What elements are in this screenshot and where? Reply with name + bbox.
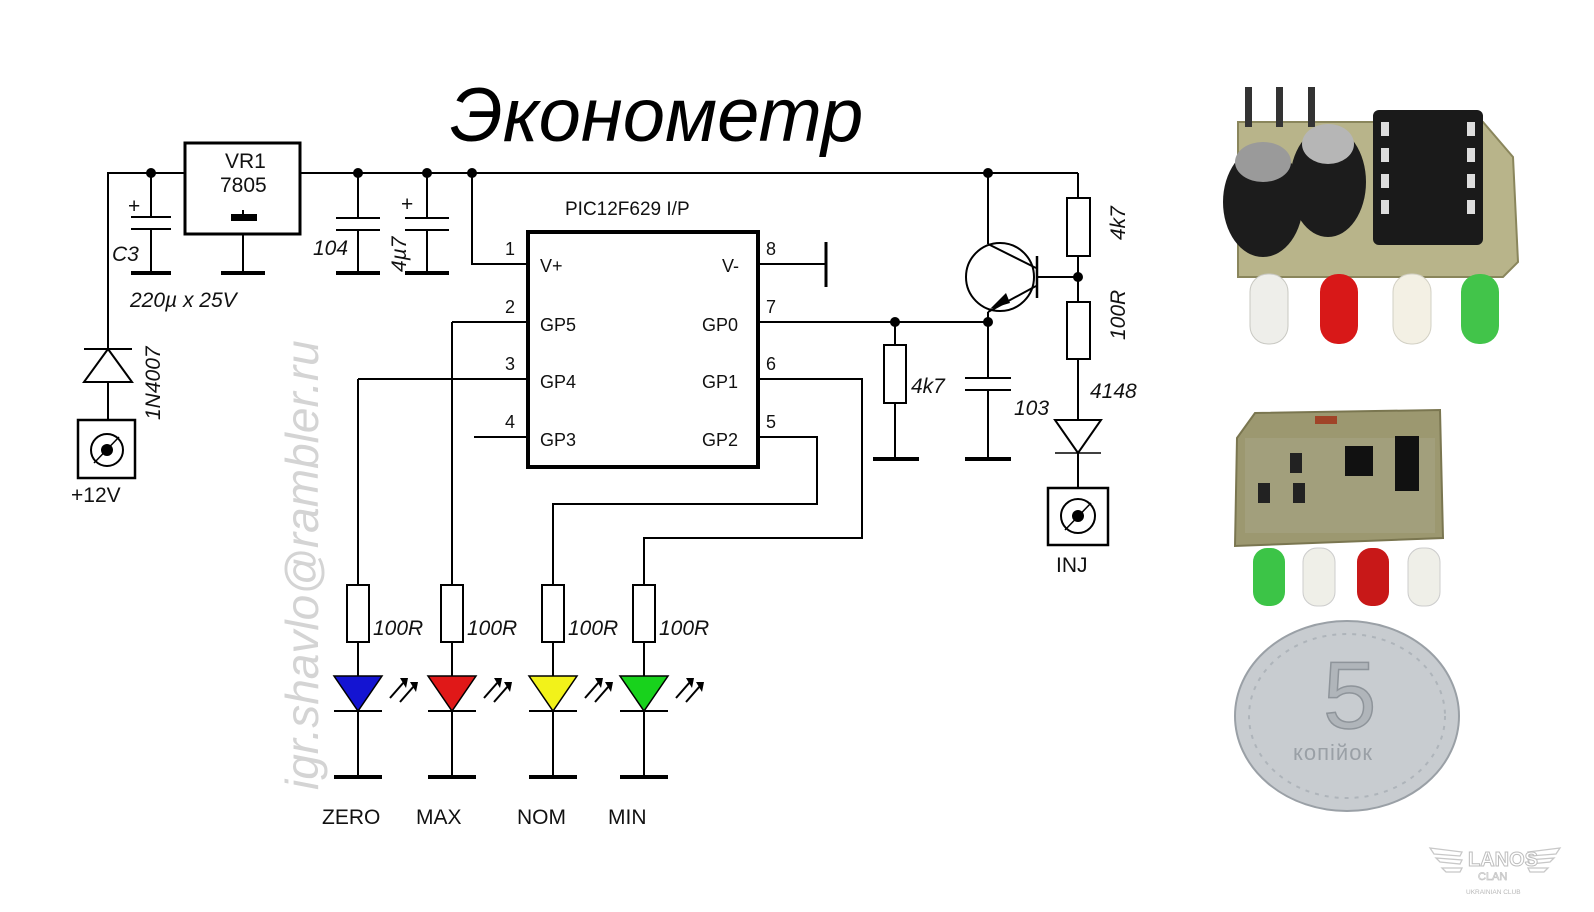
coin-text: копійок [1293, 740, 1373, 765]
diode-4148-label: 4148 [1090, 380, 1137, 403]
svg-text:1: 1 [505, 239, 515, 259]
resistor-label: 100R [659, 617, 709, 640]
led-group: 100R ZERO 100R MAX 100R NOM 100R MIN [322, 584, 709, 829]
led-branch-zero: 100R ZERO [322, 584, 423, 829]
resistor-4k7-top [1066, 197, 1091, 257]
svg-text:8: 8 [766, 239, 776, 259]
r-series-label: 100R [1107, 290, 1130, 340]
led-branch-max: 100R MAX [416, 584, 517, 829]
connector-12v [76, 418, 137, 480]
c3-value: 220µ x 25V [129, 289, 239, 312]
pin-gp0: GP0 [702, 315, 738, 335]
led-label: MIN [608, 806, 647, 829]
svg-text:5: 5 [766, 412, 776, 432]
svg-text:7: 7 [766, 297, 776, 317]
logo-lanos-clan: LANOS CLAN UKRAINIAN CLUB [1420, 842, 1570, 902]
cap-104-label: 104 [313, 237, 348, 260]
diode-1n4007 [82, 347, 134, 383]
coin: 5 копійок [1234, 620, 1460, 812]
power-section: + C3 220µ x 25V VR1 7805 104 [71, 141, 993, 507]
connector-12v-label: +12V [71, 484, 121, 507]
photo-board-bottom: 5 копійок [1215, 398, 1480, 818]
capacitor-104 [336, 173, 380, 275]
c3-ref: C3 [112, 243, 139, 266]
resistor-100r [346, 584, 370, 643]
coin-digit: 5 [1323, 642, 1376, 749]
svg-text:+: + [401, 193, 413, 216]
resistor-100r [632, 584, 656, 643]
pulldown-label: 4k7 [911, 375, 946, 398]
plus-sign: + [128, 195, 140, 218]
led-label: NOM [517, 806, 566, 829]
cap-103-label: 103 [1014, 397, 1049, 420]
capacitor-4u7: + [401, 173, 449, 275]
mcu-body [526, 230, 760, 469]
capacitor-c3: + [128, 173, 171, 275]
pin-vplus: V+ [540, 256, 563, 276]
wire-12v [107, 172, 185, 420]
photo-board-top [1213, 82, 1533, 367]
photo-board-top-image [1223, 87, 1520, 345]
watermark-email: igr.shavlo@rambler.ru [276, 340, 328, 790]
logo-tagline: UKRAINIAN CLUB [1466, 889, 1521, 896]
led-branch-nom: 100R NOM [517, 584, 618, 829]
connector-inj [1046, 486, 1110, 547]
resistor-label: 100R [467, 617, 517, 640]
svg-text:4: 4 [505, 412, 515, 432]
led-label: ZERO [322, 806, 380, 829]
resistor-pulldown [883, 344, 907, 404]
led-label: MAX [416, 806, 462, 829]
cap-4u7-label: 4µ7 [388, 235, 411, 272]
vr1-ref: VR1 [225, 150, 266, 173]
photo-board-bottom-image: 5 копійок [1233, 408, 1460, 812]
logo-name: LANOS [1468, 849, 1538, 871]
pin-gp3: GP3 [540, 430, 576, 450]
vr1-part: 7805 [220, 174, 267, 197]
pin-vminus: V- [722, 256, 739, 276]
ground-tab [231, 214, 257, 221]
page-title: Эконометр [450, 73, 863, 158]
resistor-100r [541, 584, 565, 643]
resistor-100r [440, 584, 464, 643]
led-triangle [426, 675, 478, 713]
logo-wings-icon: LANOS CLAN UKRAINIAN CLUB [1428, 847, 1562, 896]
led-triangle [618, 675, 670, 713]
pin-gp2: GP2 [702, 430, 738, 450]
transistor-pnp [965, 173, 1078, 322]
led-triangle [527, 675, 579, 713]
diode-1n4007-label: 1N4007 [142, 345, 165, 420]
light-emission-icon [389, 678, 418, 703]
led-triangle [332, 675, 384, 713]
diode-4148 [1053, 419, 1103, 455]
connector-inj-label: INJ [1056, 554, 1088, 577]
light-emission-icon [675, 678, 704, 703]
pin-gp5: GP5 [540, 315, 576, 335]
light-emission-icon [483, 678, 512, 703]
svg-text:3: 3 [505, 354, 515, 374]
r-top-label: 4k7 [1107, 205, 1130, 240]
resistor-label: 100R [568, 617, 618, 640]
logo-sub: CLAN [1478, 871, 1507, 883]
svg-text:2: 2 [505, 297, 515, 317]
svg-text:6: 6 [766, 354, 776, 374]
resistor-label: 100R [373, 617, 423, 640]
mcu-part: PIC12F629 I/P [565, 199, 690, 220]
pin-gp1: GP1 [702, 372, 738, 392]
pin-gp4: GP4 [540, 372, 576, 392]
resistor-100r-series [1066, 301, 1091, 360]
light-emission-icon [584, 678, 613, 703]
input-stage: 4k7 103 4k7 100R 4148 [873, 172, 1137, 577]
mcu-pic12f629: PIC12F629 I/P 1 V+ 2 GP5 3 GP4 4 GP3 8 V… [357, 173, 988, 585]
led-branch-min: 100R MIN [608, 584, 709, 829]
